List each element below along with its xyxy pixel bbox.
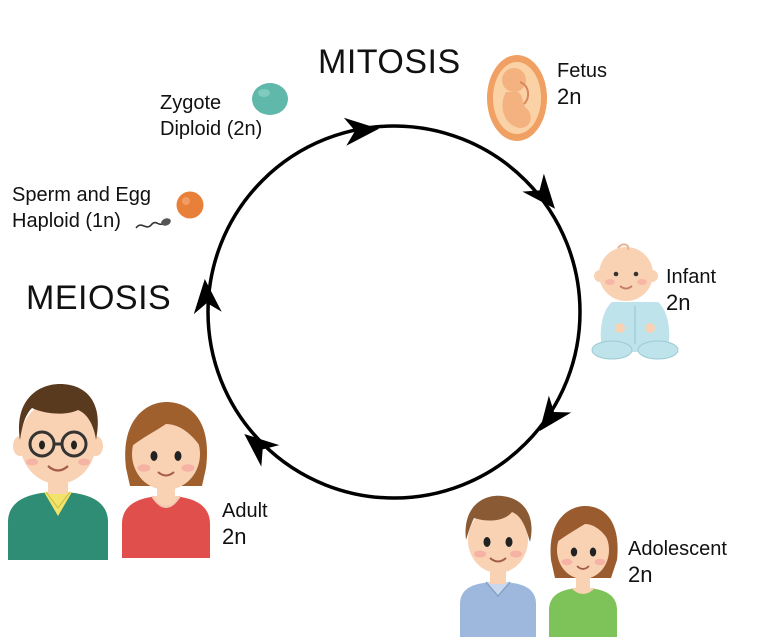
adult-woman-icon	[122, 402, 210, 558]
adult-ploidy: 2n	[222, 524, 247, 549]
gametes-ploidy: Haploid (1n)	[12, 210, 121, 232]
adolescent-ploidy: 2n	[628, 562, 653, 587]
infant-label: Infant 2n	[666, 264, 716, 316]
arrow-upper-right	[522, 173, 555, 209]
gametes-name: Sperm and Egg	[12, 184, 151, 206]
cycle-circle	[206, 124, 582, 500]
arrow-left	[193, 279, 222, 315]
gametes-label: Sperm and Egg Haploid (1n)	[12, 182, 151, 234]
egg-cell-icon	[176, 191, 204, 219]
infant-name: Infant	[666, 266, 717, 288]
adolescent-name: Adolescent	[628, 538, 727, 560]
adult-name: Adult	[222, 500, 268, 522]
infant-ploidy: 2n	[666, 290, 691, 315]
adult-label: Adult 2n	[222, 498, 268, 550]
infant-icon	[591, 243, 679, 360]
adolescent-label: Adolescent 2n	[628, 536, 727, 588]
zygote-ploidy: Diploid (2n)	[160, 118, 263, 140]
fetus-ploidy: 2n	[557, 84, 582, 109]
adolescent-girl-icon	[549, 506, 618, 637]
arrow-lower-left	[244, 434, 280, 467]
adolescent-boy-icon	[460, 495, 536, 637]
zygote-name: Zygote	[160, 92, 222, 114]
zygote-cell-icon	[252, 83, 288, 115]
zygote-label: Zygote Diploid (2n)	[160, 90, 262, 142]
meiosis-heading: MEIOSIS	[26, 279, 172, 317]
fetus-label: Fetus 2n	[557, 58, 607, 110]
fetus-icon	[487, 55, 547, 141]
arrow-top	[343, 117, 379, 146]
sperm-icon	[135, 218, 171, 229]
arrow-lower-right	[539, 395, 572, 432]
fetus-name: Fetus	[557, 60, 608, 82]
adult-man-icon	[8, 384, 108, 560]
mitosis-heading: MITOSIS	[318, 43, 461, 81]
